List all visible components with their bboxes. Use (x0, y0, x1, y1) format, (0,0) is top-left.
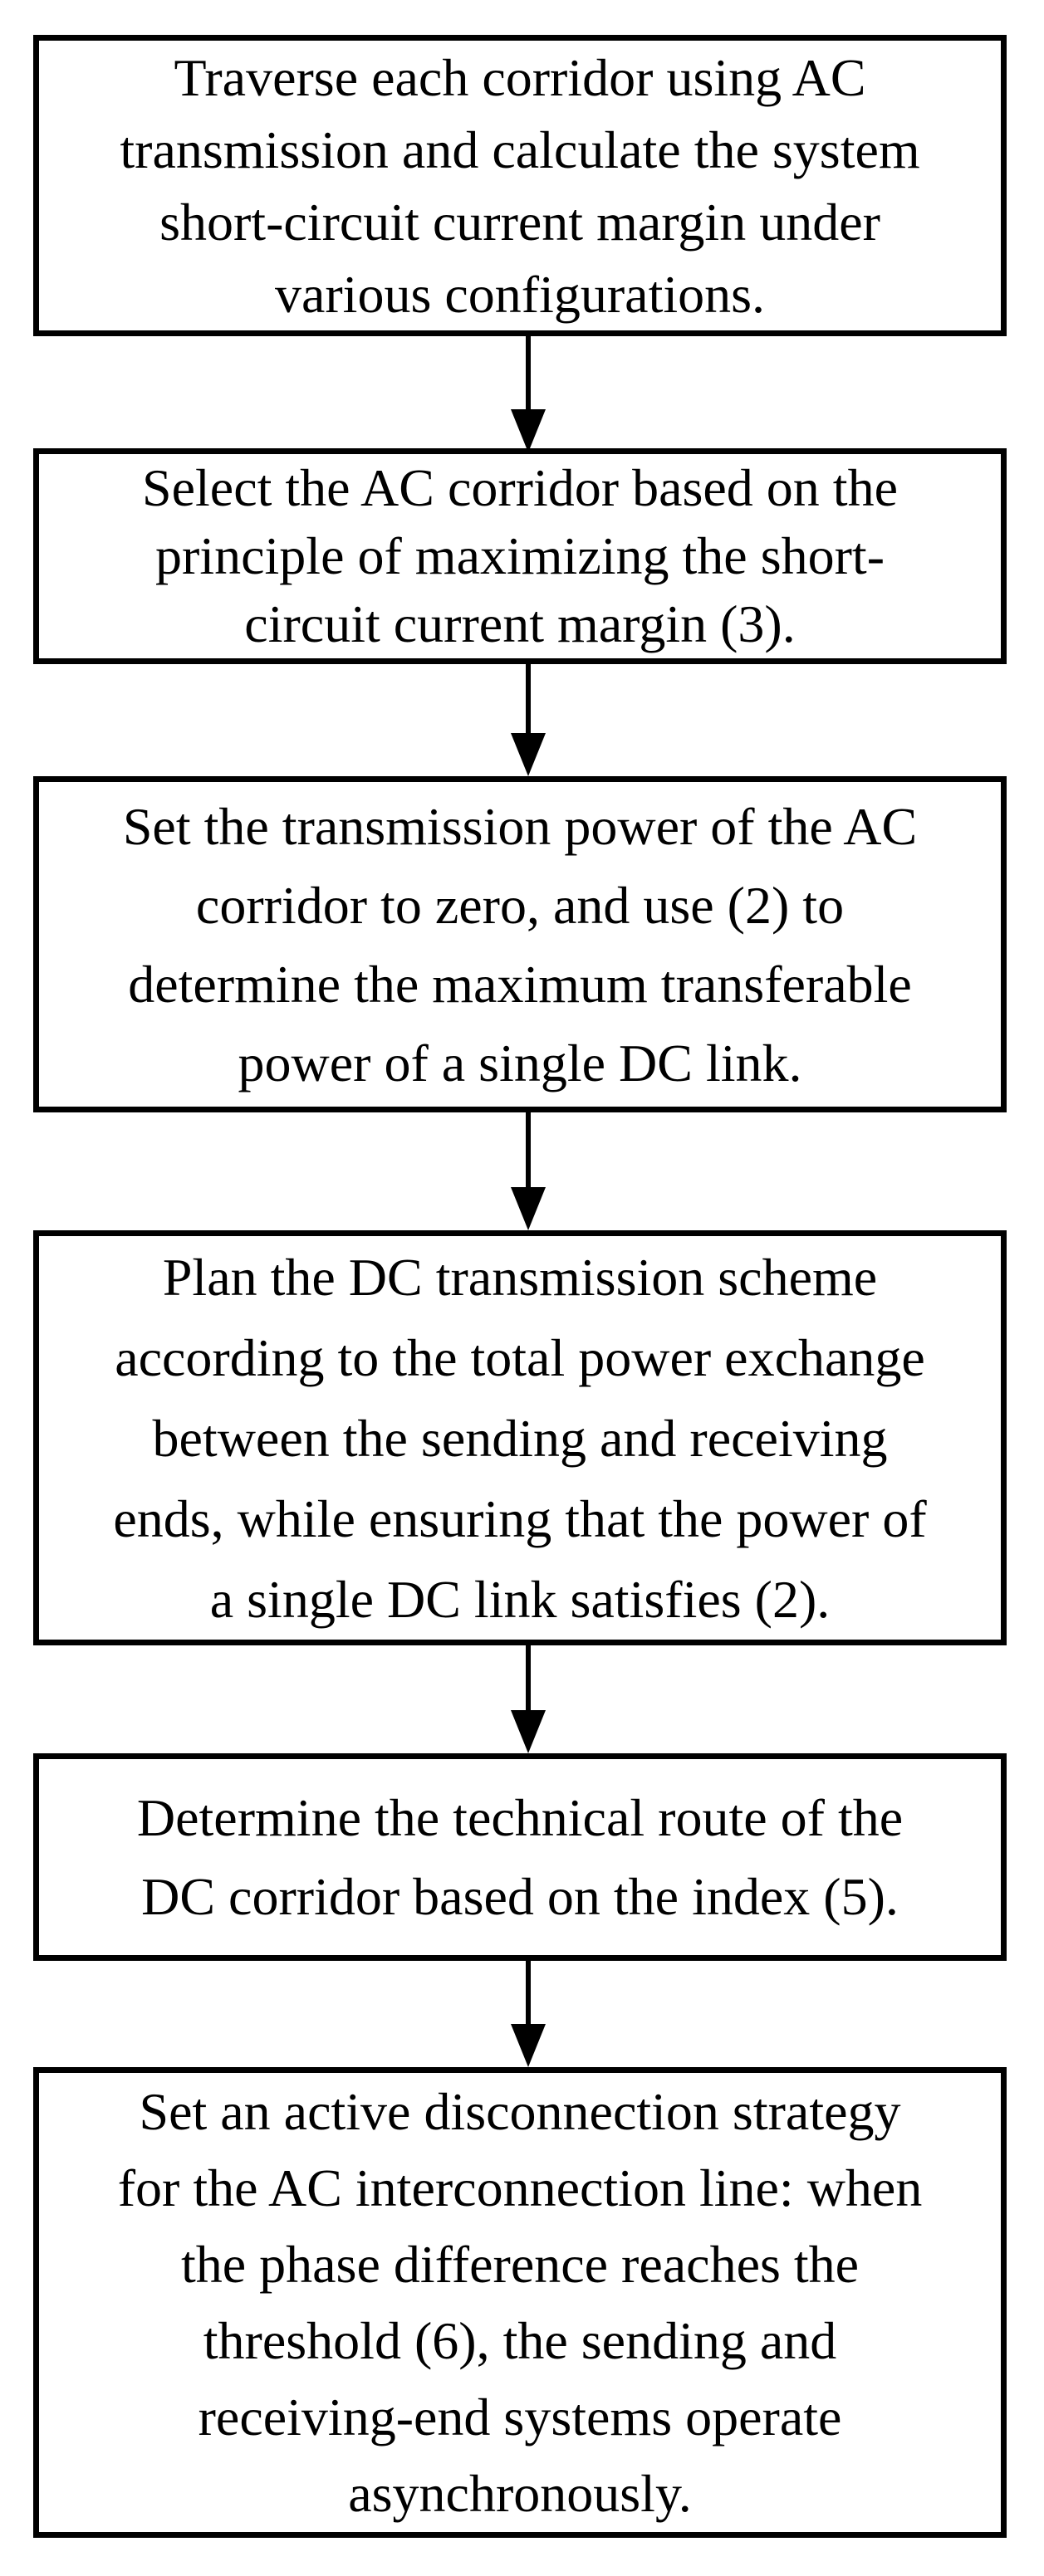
step-text-line: the phase difference reaches the (180, 2234, 860, 2294)
step-text-line: a single DC link satisfies (2). (209, 1569, 831, 1629)
flow-arrow-5-6 (511, 1961, 546, 2067)
step-text-line: according to the total power exchange (115, 1327, 925, 1387)
step-text-line: asynchronously. (348, 2463, 692, 2523)
arrow-head-icon (511, 409, 546, 452)
step-text-line: various configurations. (274, 264, 766, 324)
arrow-shaft (526, 1961, 531, 2024)
step-text-line: ends, while ensuring that the power of (113, 1488, 927, 1548)
step-text-line: circuit current margin (3). (244, 594, 796, 653)
arrow-shaft (526, 664, 531, 733)
arrow-head-icon (511, 733, 546, 776)
arrow-head-icon (511, 2024, 546, 2067)
flowchart-step-2: Select the AC corridor based on the princ… (33, 448, 1007, 664)
step-text-line: short-circuit current margin under (159, 192, 880, 252)
step-text-line: between the sending and receiving (152, 1408, 888, 1468)
flowchart-step-1: Traverse each corridor using AC transmiss… (33, 35, 1007, 336)
step-text-line: threshold (6), the sending and (203, 2310, 837, 2370)
step-text-line: Plan the DC transmission scheme (162, 1247, 878, 1307)
flowchart-step-5: Determine the technical route of the DC c… (33, 1753, 1007, 1961)
step-text-line: determine the maximum transferable (128, 954, 912, 1014)
step-text-line: Select the AC corridor based on the (142, 458, 898, 517)
step-text-line: transmission and calculate the system (120, 120, 920, 179)
flowchart-step-6: Set an active disconnection strategy for … (33, 2067, 1007, 2538)
step-text-line: Determine the technical route of the (136, 1788, 904, 1847)
step-text-line: DC corridor based on the index (5). (141, 1867, 899, 1926)
arrow-shaft (526, 1112, 531, 1187)
flow-arrow-4-5 (511, 1645, 546, 1753)
flow-arrow-1-2 (511, 336, 546, 452)
arrow-head-icon (511, 1187, 546, 1230)
flowchart-step-4: Plan the DC transmission scheme according… (33, 1230, 1007, 1645)
step-text-line: corridor to zero, and use (2) to (195, 875, 845, 935)
flowchart-step-3: Set the transmission power of the AC corr… (33, 776, 1007, 1112)
step-text-line: principle of maximizing the short- (155, 526, 885, 585)
step-text-line: Set an active disconnection strategy (139, 2081, 901, 2141)
step-text-line: Traverse each corridor using AC (174, 47, 866, 107)
arrow-shaft (526, 1645, 531, 1710)
flow-arrow-2-3 (511, 664, 546, 776)
flow-arrow-3-4 (511, 1112, 546, 1230)
step-text-line: Set the transmission power of the AC (122, 796, 918, 856)
step-text-line: power of a single DC link. (238, 1033, 802, 1092)
step-text-line: for the AC interconnection line: when (117, 2158, 923, 2217)
step-text-line: receiving-end systems operate (198, 2387, 842, 2446)
arrow-shaft (526, 336, 531, 409)
arrow-head-icon (511, 1710, 546, 1753)
